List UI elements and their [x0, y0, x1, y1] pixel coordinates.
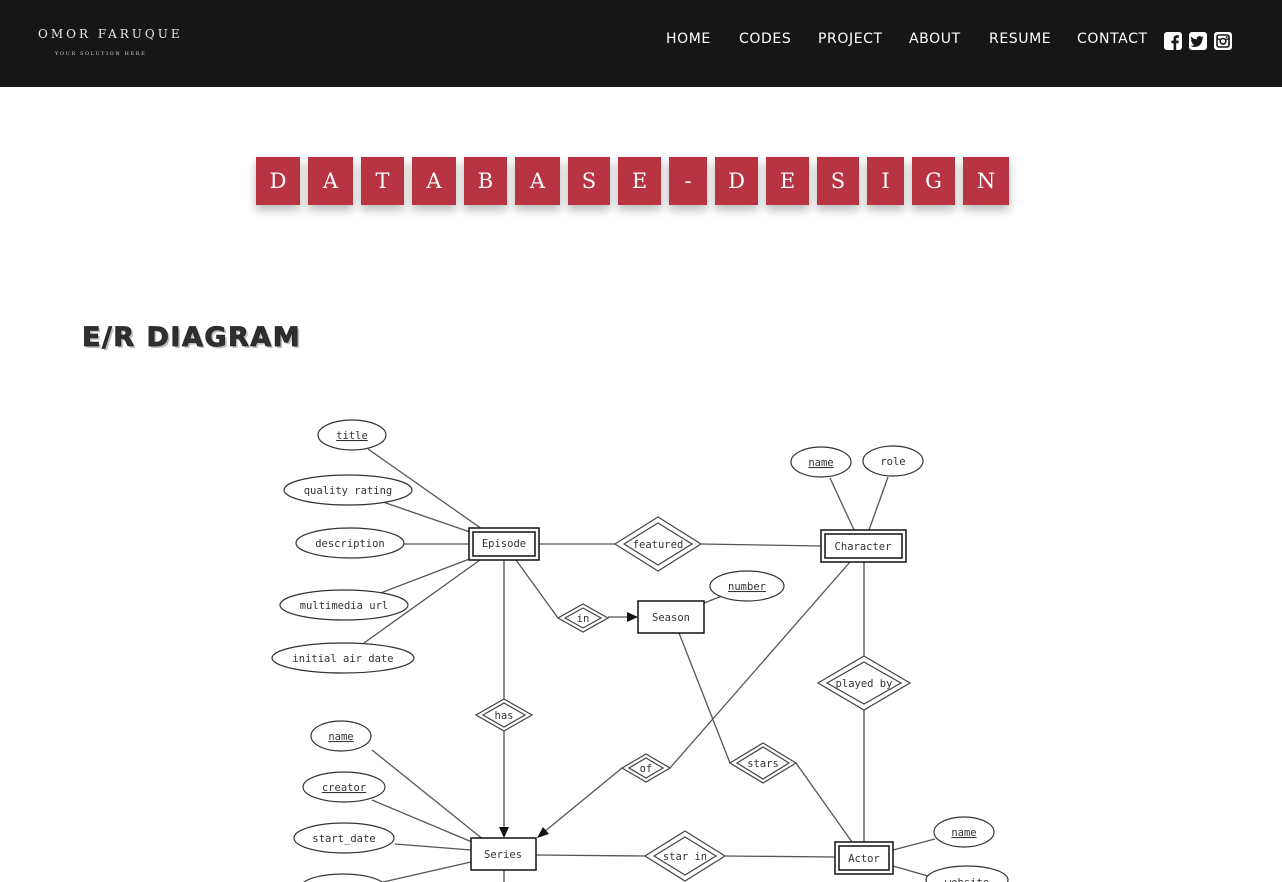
logo-name[interactable]: OMOR FARUQUE — [38, 27, 183, 41]
attr-actor-name: name — [951, 827, 976, 839]
title-letter: D — [256, 157, 300, 205]
attr-character-name: name — [808, 457, 833, 469]
attr-episode-description: description — [315, 538, 385, 550]
attr-episode-multimedia-url: multimedia url — [300, 600, 389, 612]
nav-project[interactable]: PROJECT — [818, 31, 883, 47]
entity-season: Season — [652, 612, 690, 624]
nav-about[interactable]: ABOUT — [909, 31, 961, 47]
top-navbar: OMOR FARUQUE YOUR SOLUTION HERE HOME COD… — [0, 0, 1282, 87]
title-letter: S — [817, 157, 859, 205]
relationship-has: has — [495, 710, 514, 722]
relationship-star-in: star in — [663, 851, 707, 863]
title-letter: - — [669, 157, 707, 205]
facebook-icon[interactable] — [1164, 32, 1182, 50]
title-letter: E — [766, 157, 809, 205]
entity-series: Series — [484, 849, 522, 861]
title-letter: B — [464, 157, 507, 205]
relationship-of: of — [640, 763, 653, 775]
entity-episode: Episode — [482, 538, 526, 550]
title-letter: N — [963, 157, 1009, 205]
nav-contact[interactable]: CONTACT — [1077, 31, 1148, 47]
attr-series-start-date: start_date — [312, 833, 375, 845]
relationship-featured: featured — [633, 539, 684, 551]
attr-series-creator: creator — [322, 782, 366, 794]
title-letter: T — [361, 157, 404, 205]
title-letter: A — [412, 157, 456, 205]
attr-series-name: name — [328, 731, 353, 743]
title-letter: E — [618, 157, 661, 205]
twitter-icon[interactable] — [1189, 32, 1207, 50]
attr-season-number: number — [728, 581, 766, 593]
title-letter: I — [867, 157, 904, 205]
logo-tagline: YOUR SOLUTION HERE — [55, 51, 147, 57]
entity-character: Character — [835, 541, 892, 553]
attr-episode-initial-air-date: initial air date — [292, 653, 393, 665]
nav-codes[interactable]: CODES — [739, 31, 792, 47]
relationship-played-by: played by — [836, 678, 893, 690]
instagram-icon[interactable] — [1214, 32, 1232, 50]
section-heading: E/R DIAGRAM — [82, 322, 302, 354]
title-letter: S — [568, 157, 610, 205]
title-letter: G — [912, 157, 955, 205]
attr-actor-website: website — [945, 877, 989, 882]
nav-home[interactable]: HOME — [666, 31, 711, 47]
title-letter: A — [308, 157, 353, 205]
relationship-stars: stars — [747, 758, 779, 770]
title-letter: A — [515, 157, 560, 205]
attr-character-role: role — [880, 456, 905, 468]
attr-episode-title: title — [336, 430, 368, 442]
entity-actor: Actor — [848, 853, 880, 865]
relationship-in: in — [577, 613, 590, 625]
attr-episode-quality-rating: quality rating — [304, 485, 393, 497]
title-letter: D — [715, 157, 758, 205]
nav-resume[interactable]: RESUME — [989, 31, 1052, 47]
